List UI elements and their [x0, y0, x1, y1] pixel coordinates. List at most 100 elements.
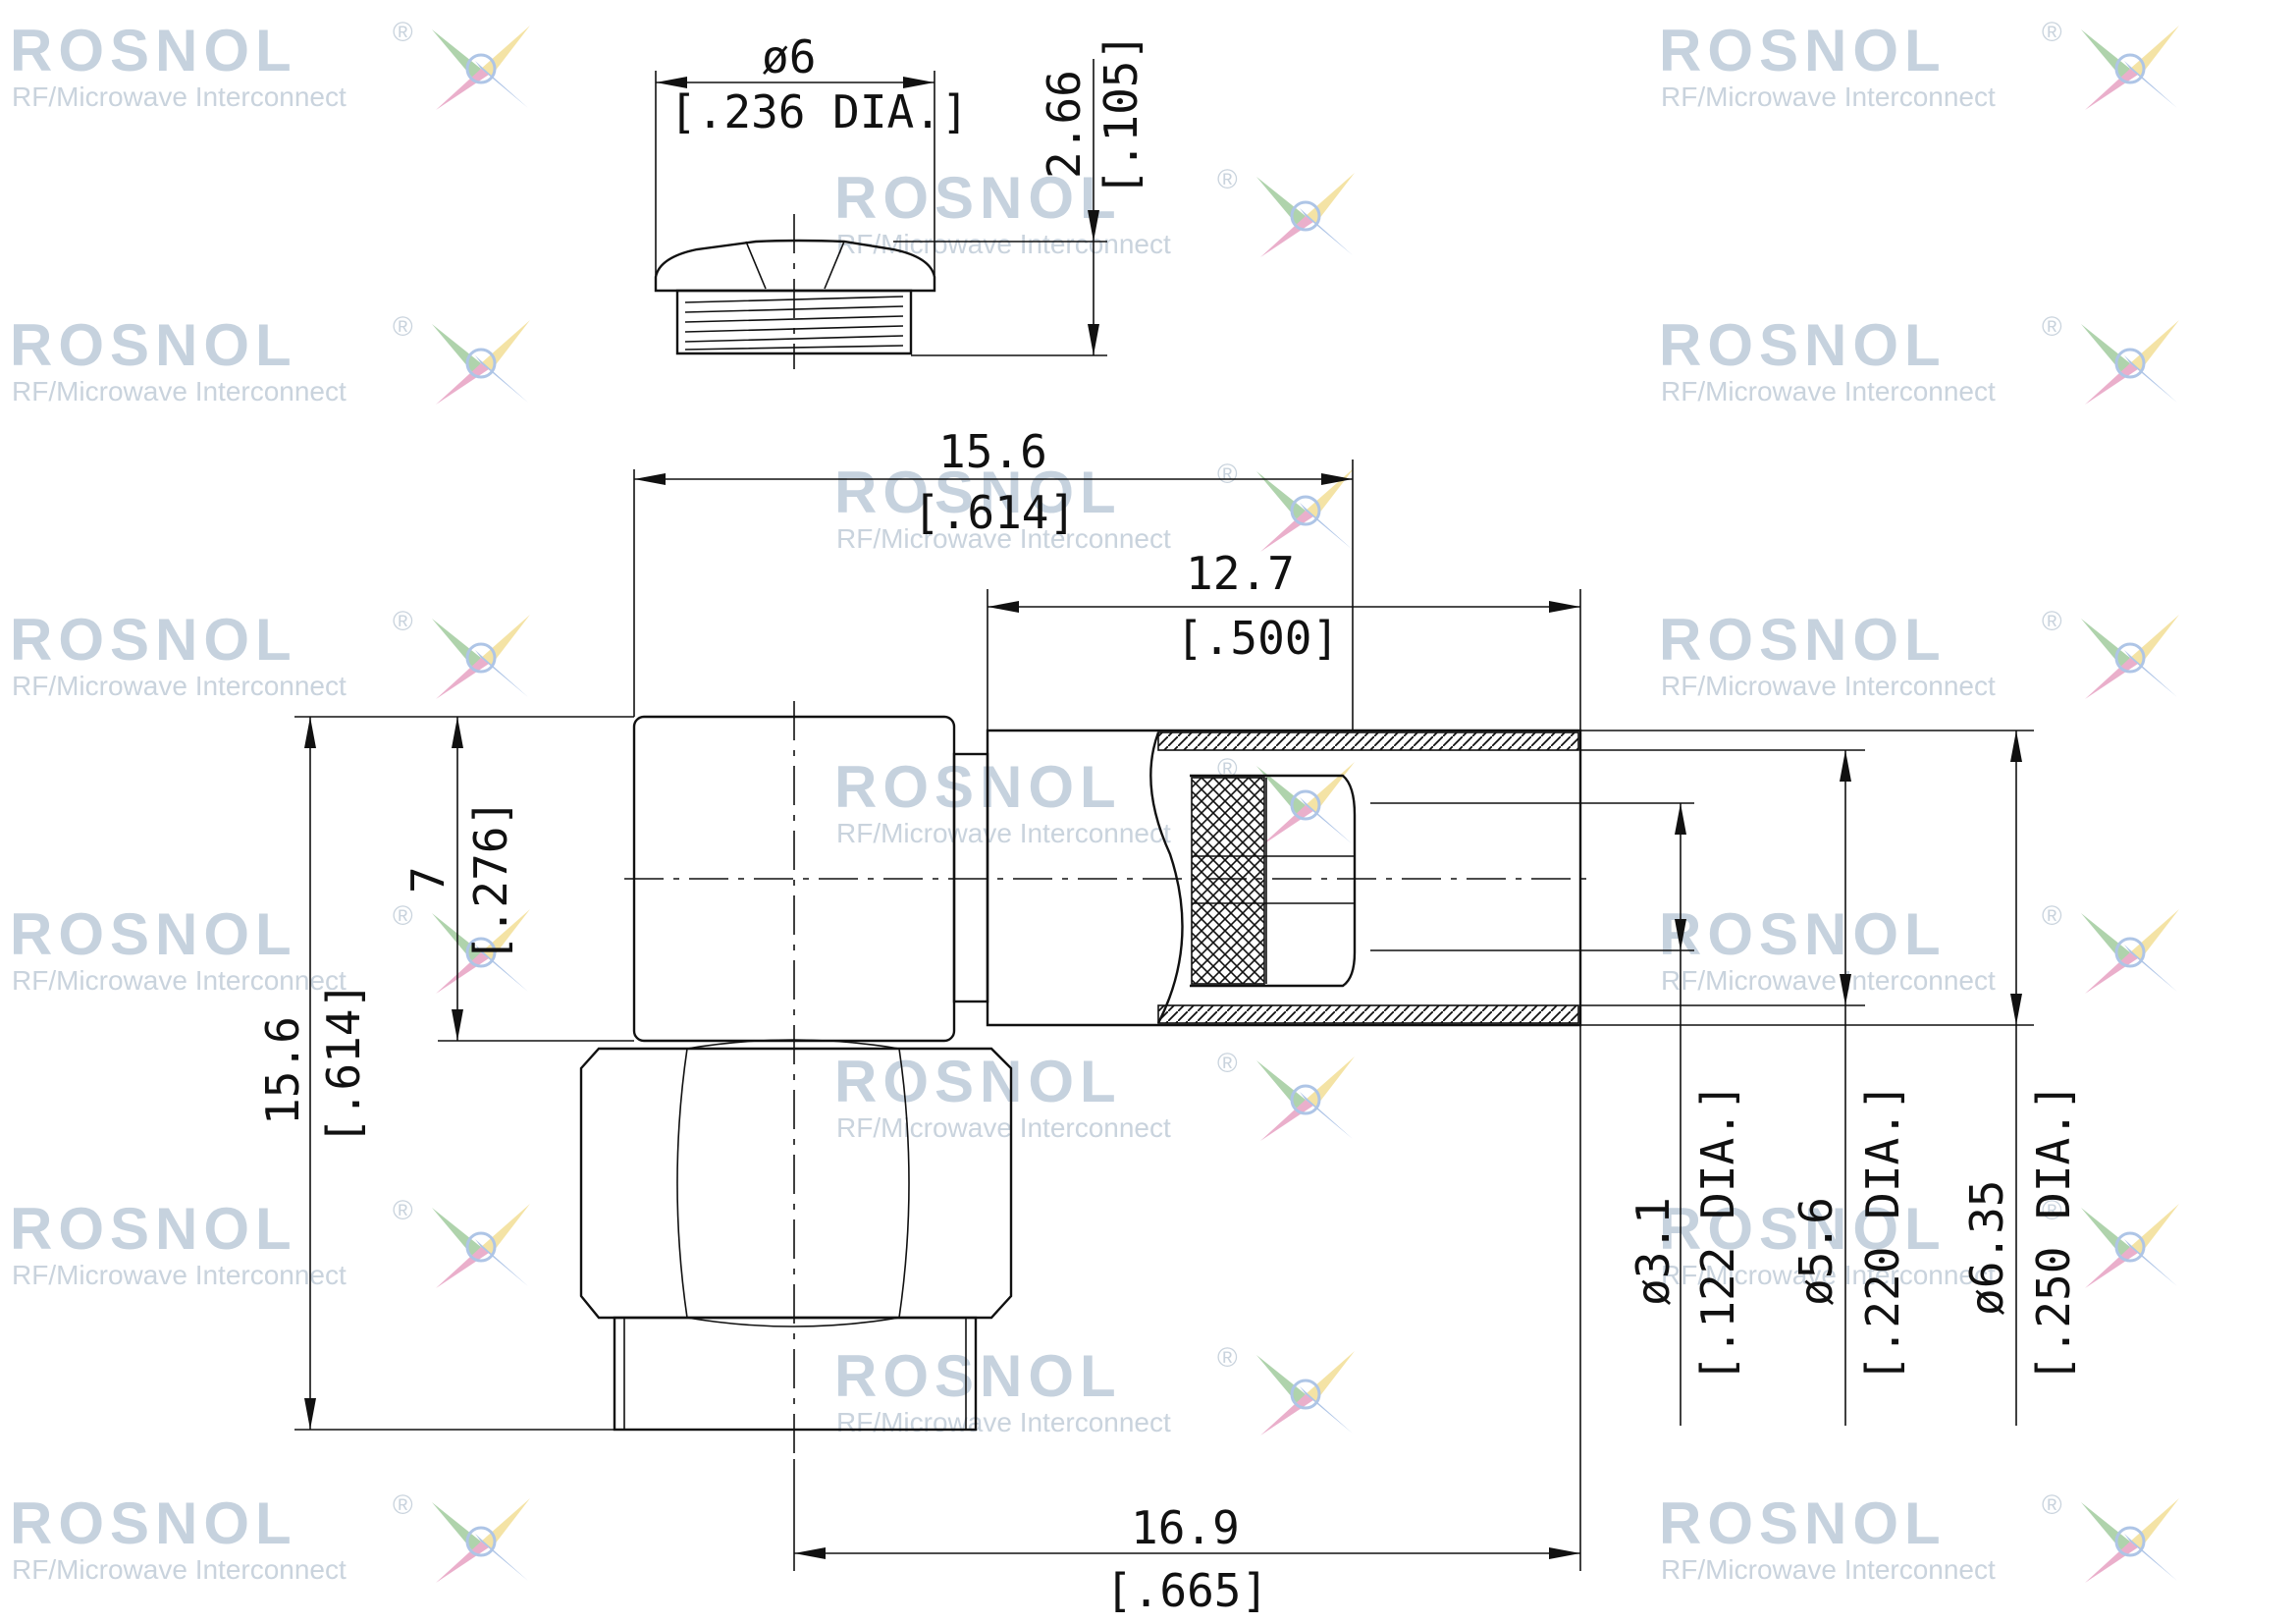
watermark-registered-mark: ®: [393, 311, 413, 342]
watermark-registered-mark: ®: [2042, 606, 2062, 636]
watermark-brand: ROSNOL: [10, 607, 297, 673]
watermark-stamp: ROSNOL®RF/Microwave Interconnect: [1659, 311, 2179, 406]
watermark-stamp: ROSNOL®RF/Microwave Interconnect: [834, 1342, 1355, 1437]
watermark-subtitle: RF/Microwave Interconnect: [12, 376, 347, 406]
cap-diameter-inch-label: [.236 DIA.]: [669, 85, 969, 138]
body-height-label: 7: [401, 866, 454, 893]
watermark-star-blade: [1300, 1386, 1353, 1434]
watermark-stamp: ROSNOL®RF/Microwave Interconnect: [10, 900, 530, 996]
watermark-stamp: ROSNOL®RF/Microwave Interconnect: [1659, 606, 2179, 701]
watermark-star-blade: [2130, 1498, 2179, 1549]
watermark-registered-mark: ®: [2042, 1489, 2062, 1520]
watermark-star-ring: [465, 1526, 497, 1557]
watermark-star-blade: [481, 615, 530, 666]
watermark-star-ring: [2114, 642, 2146, 674]
watermark-brand: ROSNOL: [834, 1343, 1122, 1409]
watermark-brand: ROSNOL: [10, 18, 297, 83]
watermark-layer: ROSNOL®RF/Microwave InterconnectROSNOL®R…: [10, 17, 2179, 1585]
watermark-registered-mark: ®: [2042, 900, 2062, 931]
watermark-star-blade: [2124, 355, 2177, 403]
watermark-brand: ROSNOL: [1659, 18, 1947, 83]
axis-to-end-label: 16.9: [1131, 1501, 1240, 1554]
watermark-star-blade: [481, 1498, 530, 1549]
watermark-star-blade: [1256, 766, 1306, 815]
watermark-star-blade: [436, 1542, 489, 1583]
watermark-star-blade: [2124, 1239, 2177, 1286]
watermark-subtitle: RF/Microwave Interconnect: [836, 818, 1171, 848]
watermark-brand: ROSNOL: [10, 901, 297, 967]
watermark-star-icon: [432, 320, 530, 405]
watermark-star-blade: [1306, 762, 1355, 813]
watermark-star-blade: [475, 650, 528, 697]
watermark-registered-mark: ®: [393, 1195, 413, 1225]
dust-cap-drawing: [654, 59, 1107, 369]
watermark-star-blade: [1300, 503, 1353, 550]
watermark-star-ring: [2114, 348, 2146, 379]
watermark-star-blade: [1260, 511, 1313, 552]
watermark-star-blade: [2085, 69, 2138, 110]
watermark-star-blade: [432, 913, 481, 962]
watermark-registered-mark: ®: [393, 606, 413, 636]
watermark-star-icon: [1256, 1056, 1355, 1141]
watermark-star-blade: [432, 324, 481, 373]
axis-to-end-inch-label: [.665]: [1105, 1564, 1268, 1617]
watermark-star-ring: [2114, 1526, 2146, 1557]
watermark-star-icon: [432, 1498, 530, 1583]
watermark-star-blade: [2081, 1208, 2130, 1257]
watermark-registered-mark: ®: [1217, 164, 1238, 194]
watermark-star-blade: [1300, 208, 1353, 255]
watermark-star-blade: [432, 1502, 481, 1551]
watermark-registered-mark: ®: [2042, 17, 2062, 47]
watermark-star-blade: [436, 952, 489, 994]
watermark-star-icon: [2081, 1498, 2179, 1583]
watermark-star-blade: [2085, 1542, 2138, 1583]
watermark-subtitle: RF/Microwave Interconnect: [836, 523, 1171, 554]
watermark-star-ring: [1290, 789, 1321, 821]
watermark-stamp: ROSNOL®RF/Microwave Interconnect: [10, 606, 530, 701]
watermark-star-blade: [432, 29, 481, 79]
watermark-subtitle: RF/Microwave Interconnect: [12, 965, 347, 996]
watermark-star-ring: [2114, 1231, 2146, 1263]
watermark-subtitle: RF/Microwave Interconnect: [12, 81, 347, 112]
watermark-star-ring: [2114, 937, 2146, 968]
watermark-subtitle: RF/Microwave Interconnect: [1661, 81, 1996, 112]
watermark-star-ring: [465, 1231, 497, 1263]
watermark-subtitle: RF/Microwave Interconnect: [1661, 1260, 1996, 1290]
watermark-star-blade: [1300, 1092, 1353, 1139]
watermark-brand: ROSNOL: [834, 460, 1122, 525]
watermark-subtitle: RF/Microwave Interconnect: [1661, 1554, 1996, 1585]
ferrule-outer-diameter-inch-label: [.250 DIA.]: [2027, 1083, 2080, 1382]
watermark-brand: ROSNOL: [834, 754, 1122, 820]
watermark-star-blade: [2124, 1534, 2177, 1581]
ferrule-inner-diameter-label: ø5.6: [1789, 1197, 1842, 1306]
watermark-stamp: ROSNOL®RF/Microwave Interconnect: [10, 311, 530, 406]
watermark-star-blade: [2130, 26, 2179, 77]
watermark-registered-mark: ®: [1217, 1048, 1238, 1078]
watermark-star-icon: [432, 909, 530, 994]
watermark-star-icon: [432, 615, 530, 699]
ferrule-length-inch-label: [.500]: [1176, 612, 1339, 665]
watermark-star-blade: [2130, 1204, 2179, 1255]
watermark-star-blade: [481, 1204, 530, 1255]
cap-height-inch-label: [.105]: [1095, 33, 1148, 196]
watermark-star-blade: [2081, 324, 2130, 373]
watermark-star-blade: [432, 619, 481, 668]
pin-diameter-inch-label: [.122 DIA.]: [1691, 1083, 1744, 1382]
watermark-star-ring: [1290, 495, 1321, 526]
watermark-star-blade: [2081, 619, 2130, 668]
overall-height-inch-label: [.614]: [317, 982, 370, 1145]
watermark-registered-mark: ®: [1217, 1342, 1238, 1373]
dimension-lines: [294, 460, 2034, 1571]
watermark-stamp: ROSNOL®RF/Microwave Interconnect: [834, 459, 1355, 554]
watermark-star-icon: [1256, 173, 1355, 257]
watermark-star-blade: [2130, 615, 2179, 666]
watermark-stamp: ROSNOL®RF/Microwave Interconnect: [10, 17, 530, 112]
watermark-star-icon: [432, 1204, 530, 1288]
watermark-star-blade: [436, 1247, 489, 1288]
watermark-star-blade: [1306, 1056, 1355, 1108]
watermark-star-ring: [465, 642, 497, 674]
watermark-star-blade: [2085, 952, 2138, 994]
watermark-star-blade: [2130, 909, 2179, 960]
watermark-star-blade: [1260, 1394, 1313, 1435]
